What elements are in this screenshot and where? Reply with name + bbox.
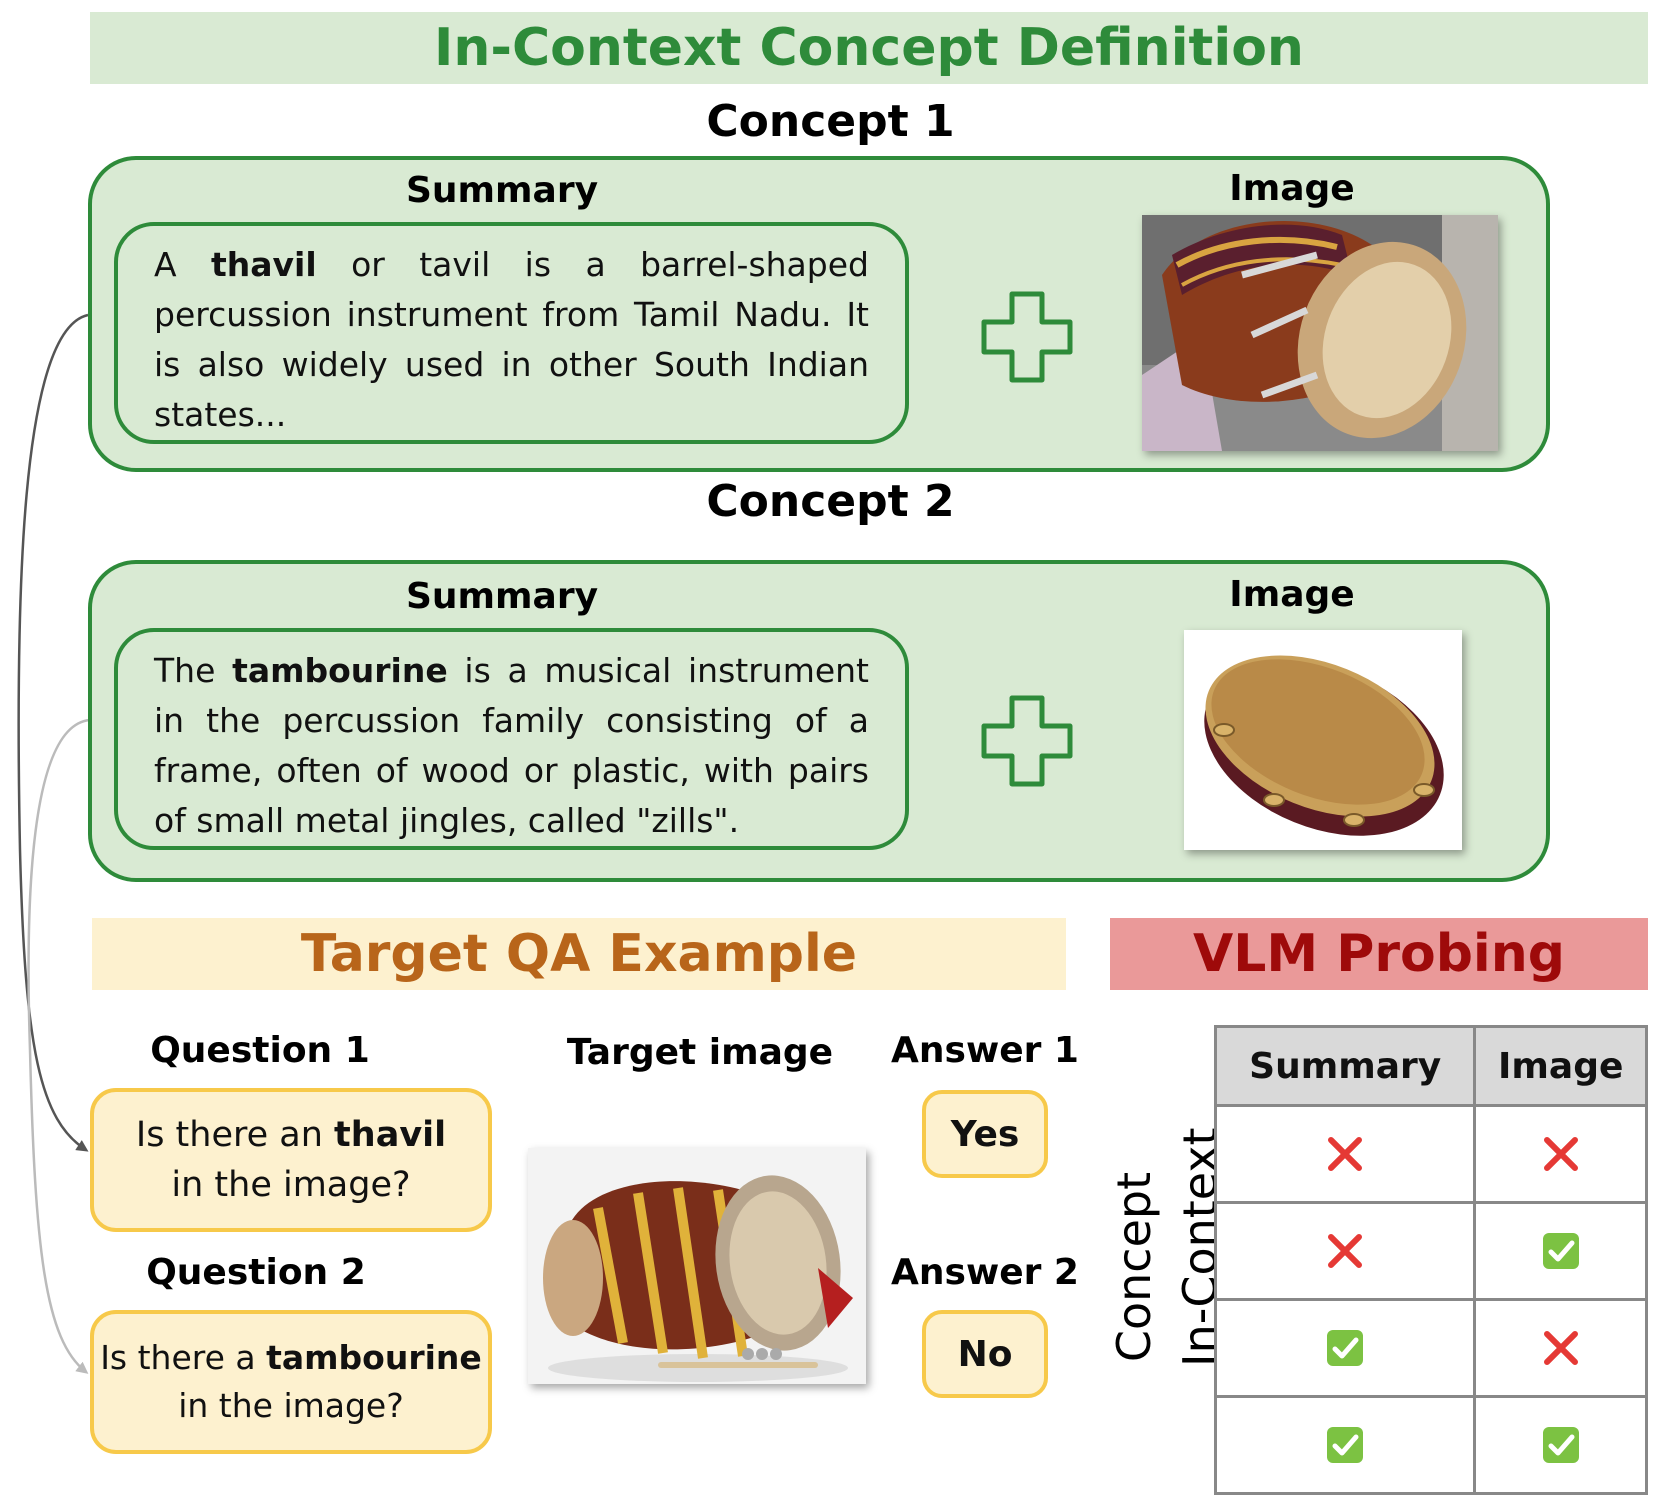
concept-2-summary-heading: Summary	[405, 576, 599, 617]
concept-2-summary-box: The tambourine is a musical instrument i…	[114, 628, 909, 850]
target-qa-banner: Target QA Example	[92, 918, 1066, 990]
question-2-prefix: Is there a	[100, 1338, 267, 1377]
summary-text-rest: is a musical instrument in the percussio…	[154, 651, 869, 840]
concept-1-title: Concept 1	[706, 96, 955, 147]
question-2-suffix: in the image?	[178, 1386, 404, 1425]
concept-definition-banner: In-Context Concept Definition	[90, 12, 1648, 84]
tambourine-photo	[1184, 630, 1462, 850]
check-icon	[1327, 1330, 1364, 1366]
summary-text-prefix: A	[154, 245, 211, 284]
check-icon	[1542, 1233, 1579, 1269]
column-header-summary: Summary	[1213, 1025, 1477, 1107]
probing-cell-image	[1473, 1104, 1648, 1204]
probing-row	[1213, 1298, 1648, 1398]
cross-icon	[1328, 1234, 1363, 1268]
concept-1-summary-box: A thavil or tavil is a barrel-shaped per…	[114, 222, 909, 444]
answer-2-heading: Answer 2	[891, 1252, 1079, 1293]
concept-2-name: tambourine	[232, 651, 448, 690]
probing-cell-image	[1473, 1298, 1648, 1398]
probing-row	[1213, 1201, 1648, 1301]
arrow-icon	[17, 313, 89, 1152]
probing-row	[1213, 1104, 1648, 1204]
concept-2-title: Concept 2	[706, 476, 955, 527]
probing-table-body	[1213, 1104, 1648, 1495]
concept-1-name: thavil	[210, 245, 317, 284]
check-icon	[1327, 1427, 1364, 1463]
probing-cell-image	[1473, 1201, 1648, 1301]
concept-1-panel: Summary Image A thavil or tavil is a bar…	[88, 156, 1550, 472]
question-1-suffix: in the image?	[171, 1165, 411, 1205]
vlm-probing-banner: VLM Probing	[1110, 918, 1648, 990]
plus-icon	[981, 695, 1073, 787]
cross-icon	[1543, 1137, 1578, 1171]
target-image-heading: Target image	[566, 1032, 834, 1073]
plus-icon	[981, 291, 1073, 383]
question-2-box: Is there a tambourine in the image?	[90, 1310, 492, 1454]
question-2-heading: Question 2	[146, 1252, 366, 1293]
question-1-heading: Question 1	[150, 1030, 370, 1071]
probing-row	[1213, 1395, 1648, 1495]
concept-1-image-heading: Image	[1229, 168, 1355, 209]
cross-icon	[1328, 1137, 1363, 1171]
probing-table: Summary Image	[1213, 1025, 1648, 1495]
probing-cell-image	[1473, 1395, 1648, 1495]
column-header-image: Image	[1473, 1025, 1648, 1107]
summary-text-prefix: The	[154, 651, 233, 690]
concept-2-image-heading: Image	[1229, 574, 1355, 615]
vlm-probing-title: VLM Probing	[1193, 924, 1565, 984]
arrow-icon	[27, 718, 91, 1374]
concept-2-panel: Summary Image The tambourine is a musica…	[88, 560, 1550, 882]
answer-1-heading: Answer 1	[891, 1030, 1079, 1071]
concept-1-summary-heading: Summary	[405, 170, 599, 211]
target-qa-title: Target QA Example	[300, 924, 858, 984]
question-1-box: Is there an thavil in the image?	[90, 1088, 492, 1232]
check-icon	[1542, 1427, 1579, 1463]
probing-cell-summary	[1213, 1395, 1477, 1495]
probing-cell-summary	[1213, 1298, 1477, 1398]
summary-text-rest: or tavil is a barrel-shaped percussion i…	[154, 245, 869, 434]
row-label-concept: Concept	[1107, 1171, 1161, 1363]
answer-1-value: Yes	[950, 1113, 1020, 1155]
answer-1-box: Yes	[922, 1090, 1048, 1178]
thavil-photo	[1142, 215, 1498, 451]
probing-cell-summary	[1213, 1201, 1477, 1301]
cross-icon	[1543, 1331, 1578, 1365]
answer-2-value: No	[957, 1333, 1013, 1375]
question-1-prefix: Is there an	[135, 1115, 335, 1155]
probing-cell-summary	[1213, 1104, 1477, 1204]
question-2-subject: tambourine	[266, 1338, 482, 1377]
answer-2-box: No	[922, 1310, 1048, 1398]
target-thavil-photo	[528, 1148, 866, 1384]
concept-definition-title: In-Context Concept Definition	[434, 18, 1304, 78]
question-1-subject: thavil	[334, 1115, 447, 1155]
